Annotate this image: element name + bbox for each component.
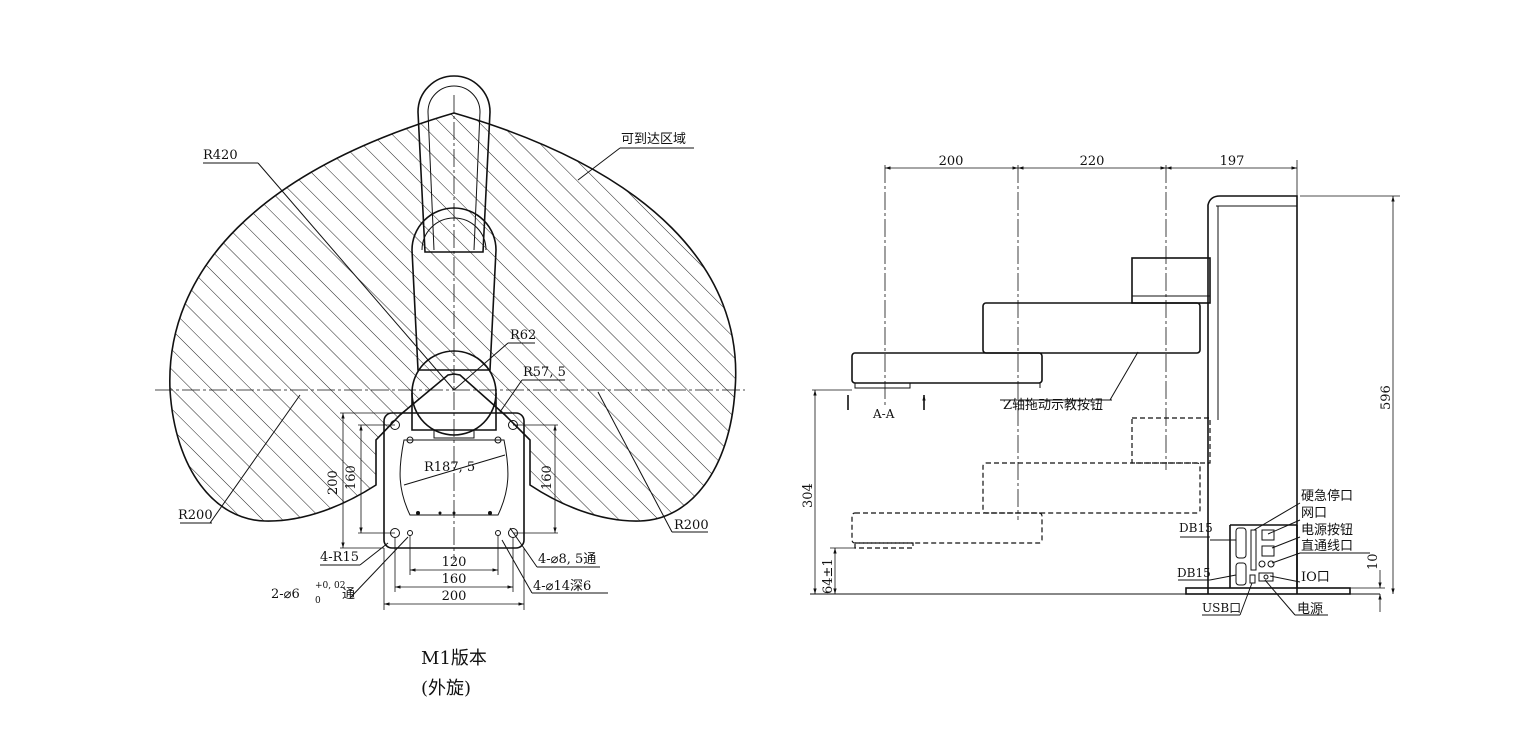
pin-hole-callout: 2-⌀6: [271, 587, 300, 602]
base-foot: [1185, 587, 1351, 595]
estop-label: 硬急停口: [1301, 488, 1353, 504]
caption-rotation: (外旋): [421, 678, 471, 699]
network-label: 网口: [1301, 506, 1327, 521]
network-port: [1261, 529, 1275, 541]
dim-160-right: 160: [540, 465, 555, 490]
dim-197-top: 197: [1220, 154, 1245, 169]
dim-200-top: 200: [939, 154, 964, 169]
section-label: A-A: [872, 407, 895, 421]
r200-left-label: R200: [178, 508, 213, 523]
second-arm: [851, 352, 1043, 384]
side-dimensions: [340, 412, 558, 549]
r200-left-leader: [209, 394, 301, 524]
dim-120: 120: [442, 555, 467, 570]
r200-right-label: R200: [674, 518, 709, 533]
column: [1207, 195, 1298, 594]
r57-leader: [499, 379, 523, 413]
r200-right-leader: [597, 391, 673, 533]
io-label: IO口: [1301, 570, 1330, 585]
r187-leader: [403, 454, 506, 486]
r420-label: R420: [203, 148, 238, 163]
passthrough-label: 直通线口: [1301, 539, 1353, 554]
height-596: 596: [1379, 385, 1394, 410]
caption-version: M1版本: [421, 648, 487, 669]
dim-200-vertical: 200: [326, 470, 341, 495]
side-view: 200 220 197 596 304 64±1 10 A-A Z轴拖动示教按钮…: [801, 154, 1400, 617]
dim-160-bottom: 160: [442, 572, 467, 587]
pin-hole-tol-upper: +0, 02: [315, 581, 345, 591]
height-304: 304: [801, 483, 816, 508]
usb-port: [1249, 574, 1256, 584]
top-view: 可到达区域 R420 R62 R57, 5 R187, 5 R200 R200 …: [155, 75, 745, 699]
db15-top-label: DB15: [1179, 521, 1213, 535]
through-hole-callout: 4-⌀8, 5通: [538, 552, 596, 567]
db15-bottom-label: DB15: [1177, 566, 1211, 580]
power-button-label: 电源按钮: [1301, 523, 1353, 538]
counterbore-callout: 4-⌀14深6: [533, 579, 591, 594]
io-port: [1263, 574, 1269, 580]
r62-leader: [453, 342, 509, 391]
pin-hole-tol-lower: 0: [315, 596, 321, 606]
first-arm: [982, 302, 1201, 354]
power-button: [1261, 545, 1275, 557]
db15-top-port: [1235, 527, 1247, 559]
height-64: 64±1: [821, 558, 836, 594]
corner-radius-callout: 4-R15: [320, 550, 359, 565]
pin-hole-suffix: 通: [342, 587, 355, 602]
top-dimensions: [885, 160, 1298, 196]
power-label: 电源: [1297, 602, 1323, 617]
r187-label: R187, 5: [424, 460, 475, 475]
base-10: 10: [1366, 553, 1381, 570]
dim-220-top: 220: [1080, 154, 1105, 169]
power-port: [1258, 572, 1274, 582]
db15-bottom-port: [1235, 562, 1247, 586]
r420-leader: [257, 162, 455, 391]
usb-label: USB口: [1202, 601, 1241, 615]
z-button-label: Z轴拖动示教按钮: [1003, 397, 1103, 413]
r57-label: R57, 5: [523, 365, 566, 380]
dim-160-left: 160: [344, 465, 359, 490]
region-label: 可到达区域: [621, 132, 686, 147]
region-leader: [577, 147, 621, 181]
r62-label: R62: [510, 328, 536, 343]
dim-200-bottom: 200: [442, 589, 467, 604]
reachable-area: [169, 112, 737, 522]
connector-panel: [1235, 527, 1275, 586]
